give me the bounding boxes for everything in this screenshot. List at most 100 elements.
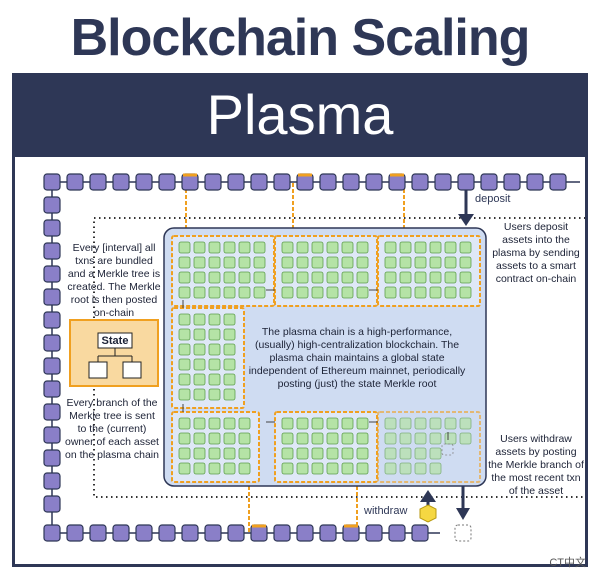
state-leaf-node <box>88 361 108 379</box>
plasma-block <box>178 462 191 475</box>
main-chain-block <box>66 173 84 191</box>
plasma-block <box>399 286 412 299</box>
plasma-block <box>281 256 294 269</box>
main-chain-block <box>273 524 291 542</box>
main-chain-block <box>319 173 337 191</box>
plasma-block <box>238 271 251 284</box>
main-chain-block <box>158 173 176 191</box>
plasma-block <box>253 241 266 254</box>
plasma-block <box>193 313 206 326</box>
main-chain-block <box>43 380 61 398</box>
plasma-block <box>223 271 236 284</box>
plasma-block <box>311 241 324 254</box>
plasma-block <box>414 286 427 299</box>
main-chain-block <box>89 173 107 191</box>
plasma-block <box>193 343 206 356</box>
plasma-block <box>223 241 236 254</box>
plasma-block <box>356 271 369 284</box>
deposit-description: Users deposit assets into the plasma by … <box>492 221 580 285</box>
plasma-block <box>253 271 266 284</box>
plasma-block <box>429 271 442 284</box>
plasma-block <box>208 358 221 371</box>
plasma-block <box>341 417 354 430</box>
plasma-block <box>444 417 457 430</box>
plasma-block <box>384 241 397 254</box>
plasma-block <box>429 417 442 430</box>
withdraw-description: Users withdraw assets by posting the Mer… <box>488 433 584 497</box>
main-chain-block <box>227 173 245 191</box>
plasma-block <box>384 417 397 430</box>
plasma-block <box>208 256 221 269</box>
main-chain-block <box>112 173 130 191</box>
plasma-block <box>414 256 427 269</box>
plasma-block <box>459 256 472 269</box>
plasma-block <box>429 432 442 445</box>
plasma-block <box>296 432 309 445</box>
plasma-block <box>429 256 442 269</box>
plasma-block <box>311 417 324 430</box>
main-chain-block <box>158 524 176 542</box>
plasma-block <box>208 343 221 356</box>
plasma-block <box>223 256 236 269</box>
plasma-block <box>296 447 309 460</box>
plasma-block <box>238 256 251 269</box>
plasma-block <box>208 313 221 326</box>
plasma-block <box>178 388 191 401</box>
plasma-block <box>384 462 397 475</box>
plasma-block <box>178 373 191 386</box>
main-chain-block <box>43 196 61 214</box>
main-chain-block <box>319 524 337 542</box>
main-chain-block <box>135 524 153 542</box>
main-chain-block <box>43 472 61 490</box>
plasma-block <box>429 286 442 299</box>
plasma-block <box>193 358 206 371</box>
main-chain-block <box>43 357 61 375</box>
merkle-state-box <box>69 319 159 387</box>
plasma-block <box>399 241 412 254</box>
subtitle: Plasma <box>206 83 394 146</box>
plasma-block <box>296 271 309 284</box>
plasma-block <box>238 241 251 254</box>
main-chain-block <box>43 449 61 467</box>
page-title: Blockchain Scaling <box>70 9 531 67</box>
plasma-block <box>444 241 457 254</box>
plasma-block <box>356 256 369 269</box>
plasma-block <box>341 271 354 284</box>
plasma-block <box>399 271 412 284</box>
main-chain-block <box>549 173 567 191</box>
watermark: CT中文 <box>549 557 586 569</box>
plasma-block <box>356 286 369 299</box>
plasma-block <box>459 271 472 284</box>
plasma-block <box>459 417 472 430</box>
main-chain-block <box>66 524 84 542</box>
plasma-block <box>281 462 294 475</box>
plasma-description: The plasma chain is a high-performance, … <box>248 326 466 390</box>
plasma-block <box>238 432 251 445</box>
plasma-block <box>356 447 369 460</box>
plasma-block <box>193 432 206 445</box>
plasma-block <box>414 241 427 254</box>
main-chain-block <box>89 524 107 542</box>
main-chain <box>43 173 580 542</box>
plasma-block <box>178 241 191 254</box>
withdraw-down-head <box>456 508 470 520</box>
plasma-block <box>223 447 236 460</box>
plasma-block <box>193 388 206 401</box>
plasma-block <box>178 313 191 326</box>
plasma-block <box>459 241 472 254</box>
plasma-block <box>414 417 427 430</box>
plasma-block <box>281 417 294 430</box>
plasma-block <box>208 462 221 475</box>
plasma-block <box>444 432 457 445</box>
orange-connectors <box>185 183 405 532</box>
flow-arrows <box>419 190 474 523</box>
plasma-block <box>223 358 236 371</box>
plasma-block <box>296 256 309 269</box>
plasma-block <box>414 432 427 445</box>
plasma-block <box>311 271 324 284</box>
main-chain-block <box>434 173 452 191</box>
main-chain-block <box>43 219 61 237</box>
plasma-block <box>311 432 324 445</box>
plasma-block <box>223 373 236 386</box>
state-leaf-node <box>122 361 142 379</box>
